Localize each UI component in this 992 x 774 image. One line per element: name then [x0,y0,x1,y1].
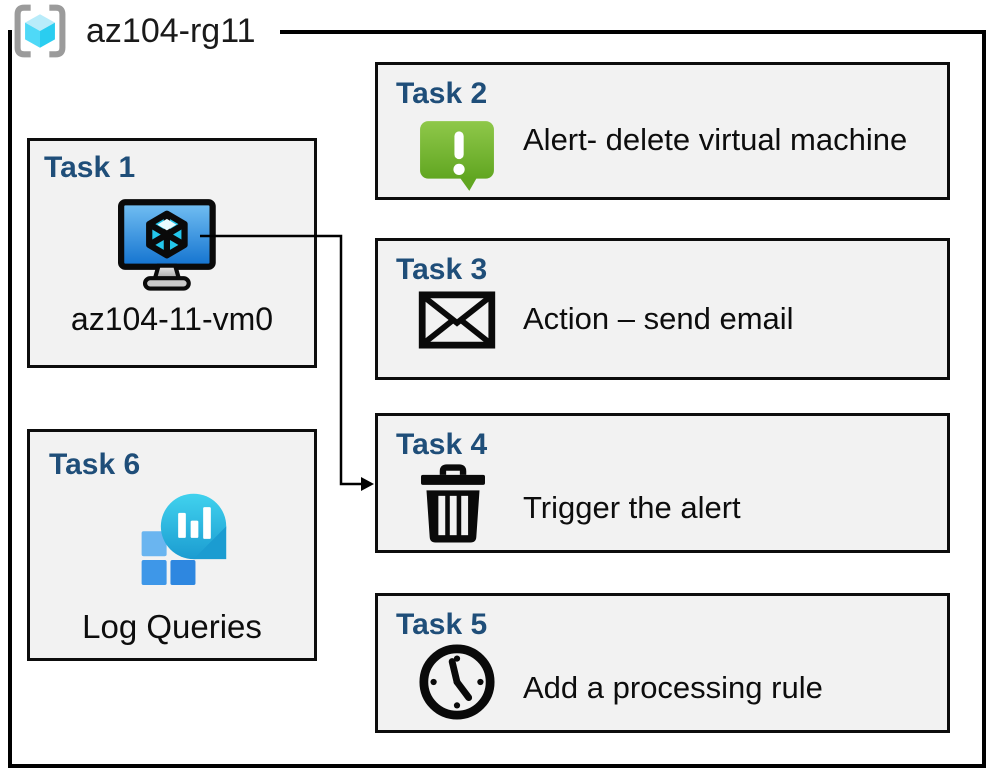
task-2-title: Task 2 [396,77,488,110]
task-2-caption: Alert- delete virtual machine [523,122,908,157]
task-5-box: Task 5 Add a processing rule [375,593,950,733]
resource-group-boundary [8,30,986,768]
resource-group-icon [12,3,68,59]
task-5-caption: Add a processing rule [523,670,823,705]
resource-group-name: az104-rg11 [86,11,256,50]
task-6-title: Task 6 [49,448,141,481]
email-envelope-icon [418,291,496,349]
task-2-box: Task 2 Alert- delete virtual machine [375,62,950,200]
virtual-machine-icon [118,199,222,295]
task-3-title: Task 3 [396,253,488,286]
task-6-caption: Log Queries [82,608,262,645]
trash-delete-icon [421,460,485,550]
task-6-box: Task 6 Log Queries [27,429,317,661]
task-1-box: Task 1 [27,138,317,368]
log-queries-icon [132,486,232,586]
task-4-title: Task 4 [396,428,488,461]
task-4-caption: Trigger the alert [523,490,741,525]
task-3-caption: Action – send email [523,301,794,336]
task-1-title: Task 1 [44,151,136,184]
resource-group-label: az104-rg11 [12,2,280,60]
task-3-box: Task 3 Action – send email [375,238,950,380]
task-4-box: Task 4 Trigger the alert [375,413,950,553]
clock-icon [418,643,496,721]
alert-message-icon [418,119,496,191]
task-1-caption: az104-11-vm0 [70,301,274,337]
task-5-title: Task 5 [396,608,488,641]
